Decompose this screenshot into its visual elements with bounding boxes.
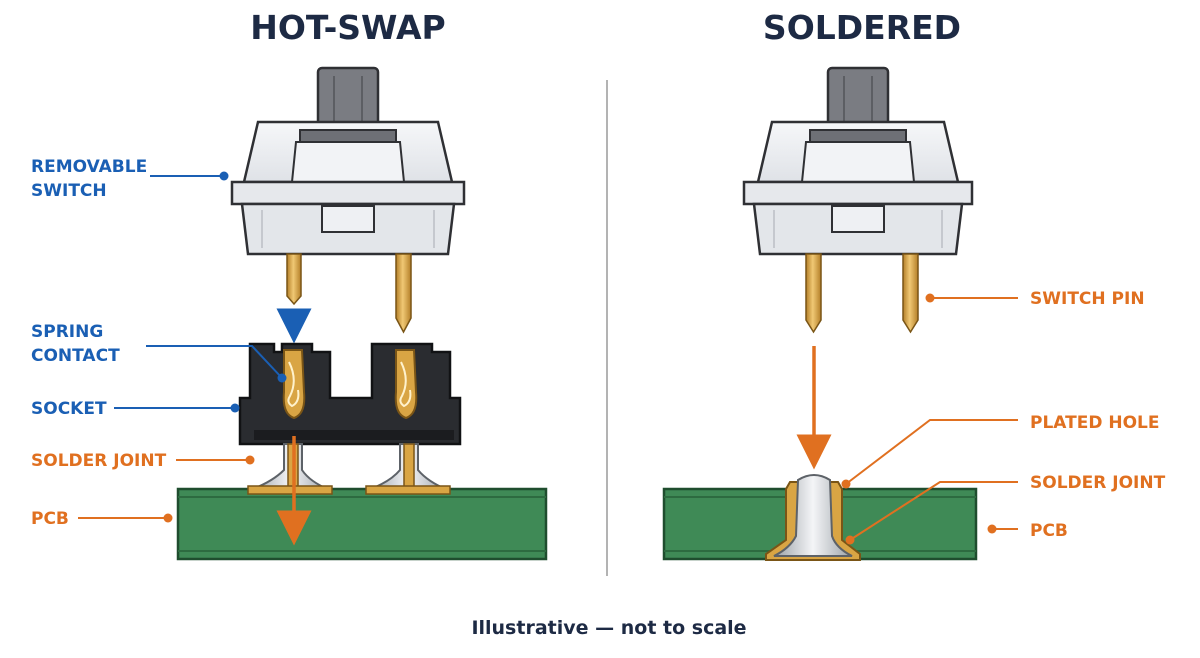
- switch-pin-left: [286, 253, 302, 306]
- label-contact: CONTACT: [31, 346, 120, 366]
- switch-flange-right: [742, 180, 974, 206]
- callout-plated-hole: PLATED HOLE: [841, 413, 1160, 489]
- label-pcb-right: PCB: [1030, 521, 1068, 541]
- callout-switch-pin: SWITCH PIN: [925, 289, 1145, 309]
- callout-solder-joint-left: SOLDER JOINT: [31, 451, 255, 471]
- label-solder-joint-left: SOLDER JOINT: [31, 451, 167, 471]
- label-removable: REMOVABLE: [31, 157, 147, 177]
- callout-removable-switch: REMOVABLE SWITCH: [31, 157, 229, 201]
- label-switch-pin: SWITCH PIN: [1030, 289, 1145, 309]
- callout-pcb-left: PCB: [31, 509, 173, 529]
- soldered-heading: SOLDERED: [763, 8, 961, 47]
- pcb-left: [176, 487, 548, 561]
- label-plated-hole: PLATED HOLE: [1030, 413, 1160, 433]
- hot-swap-socket: [238, 342, 462, 446]
- label-switch: SWITCH: [31, 181, 107, 201]
- callout-pcb-right: PCB: [987, 521, 1068, 541]
- hot-swap-heading: HOT-SWAP: [250, 8, 445, 47]
- label-pcb-left: PCB: [31, 509, 69, 529]
- plated-hole: [765, 474, 861, 561]
- switch-flange: [230, 180, 466, 206]
- switch-pin-right: [395, 253, 412, 334]
- callout-solder-joint-right: SOLDER JOINT: [845, 473, 1166, 545]
- solder-fillet-right: [773, 474, 853, 557]
- socket-solder-joints: [247, 443, 451, 495]
- footnote: Illustrative — not to scale: [471, 617, 746, 639]
- soldered-switch: [742, 66, 974, 334]
- label-socket: SOCKET: [31, 399, 107, 419]
- switch-pin-right-right-panel: [902, 253, 919, 334]
- label-solder-joint-right: SOLDER JOINT: [1030, 473, 1166, 493]
- callout-spring-contact: SPRING CONTACT: [31, 322, 287, 383]
- switch-pin-left-right-panel: [805, 253, 822, 334]
- hot-swap-switch: [230, 66, 466, 334]
- label-spring: SPRING: [31, 322, 103, 342]
- callout-socket: SOCKET: [31, 399, 240, 419]
